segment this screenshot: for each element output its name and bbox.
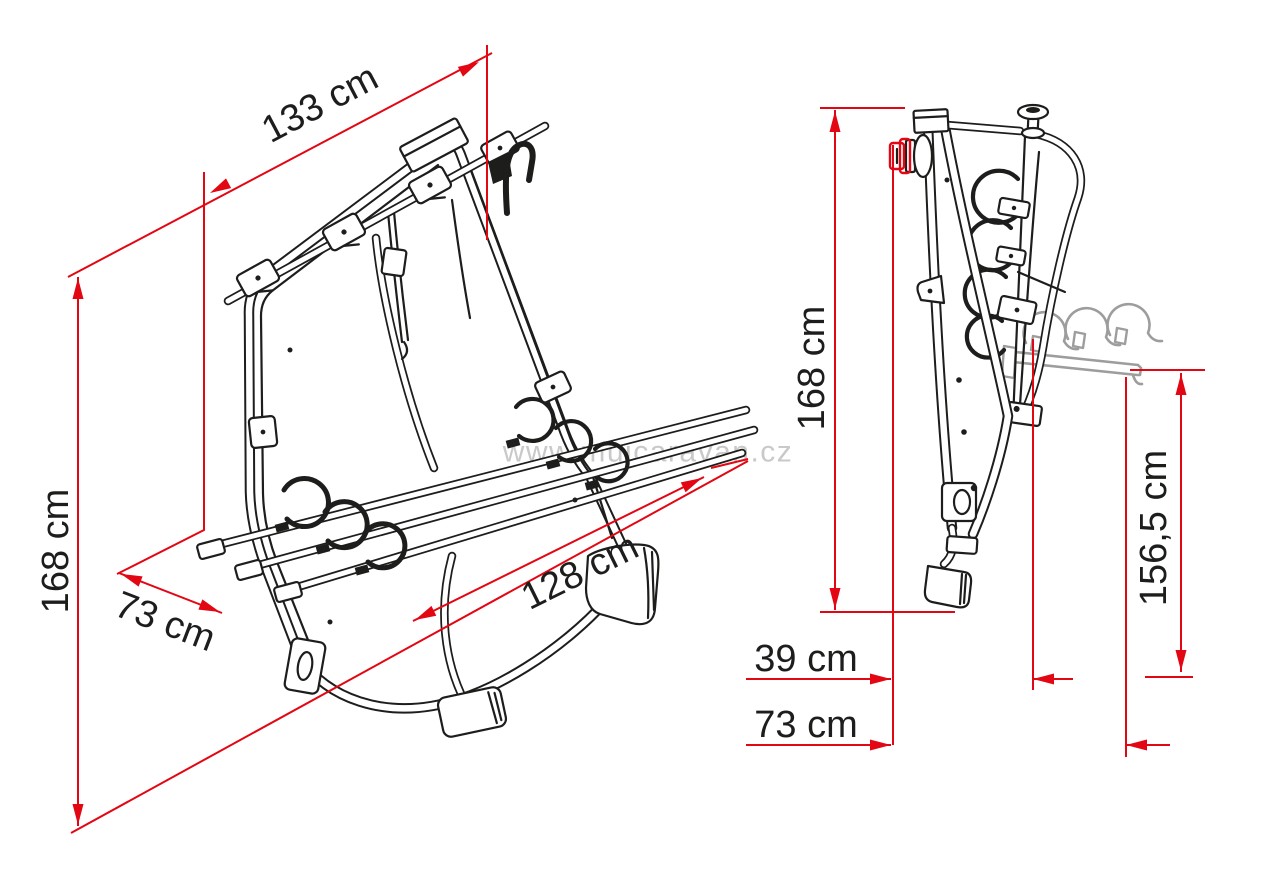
dimension-label-width-top: 133 cm: [255, 56, 385, 151]
dimension-arrowheads: [72, 62, 702, 825]
top-bracket-plate: [399, 117, 469, 173]
frame-clamp-right: [534, 370, 572, 404]
side-dimension-arrowheads: [829, 111, 1187, 751]
foot-pad-detail: [958, 572, 968, 606]
strap-secondary: [450, 198, 472, 320]
lower-clamp: [940, 481, 978, 523]
front-foot-pad: [436, 686, 508, 738]
wheel-cradle-arc-2: [1064, 306, 1122, 347]
bottom-edge-line: [70, 460, 749, 834]
hub-disc: [912, 133, 934, 179]
strap-buckle: [380, 246, 408, 278]
top-mount-plate: [912, 108, 950, 134]
dimension-line-width-top: [67, 52, 493, 278]
isometric-view: 133 cm 168 cm 73 cm 128 cm: [35, 45, 754, 834]
rail-support-bracket: [996, 294, 1038, 326]
folded-rail-line-2: [1017, 150, 1041, 422]
wall-mount-cap-red: [888, 137, 912, 175]
wall-clamps: [235, 130, 520, 298]
safety-hook: [502, 140, 536, 216]
folded-rail-line-1: [1011, 134, 1027, 422]
left-foot-pad: [283, 637, 327, 695]
right-foot-pad-detail: [642, 546, 656, 620]
witness-line-left: [116, 172, 205, 575]
dimension-label-height-rail: 156,5 cm: [1133, 450, 1175, 606]
frame-clamp-left: [247, 415, 279, 449]
dimension-label-offset-rail: 39 cm: [754, 638, 857, 680]
isometric-dimension-lines: [67, 45, 749, 834]
wheel-strap-loops: [281, 396, 630, 571]
isometric-rack-line-art: [196, 117, 754, 738]
rail-end-caps: [196, 537, 303, 604]
foot-block: [945, 535, 979, 555]
dimension-label-height-total: 168 cm: [791, 306, 833, 431]
frame-inner-line: [259, 163, 440, 652]
rail-cradle-tabs: [274, 437, 600, 576]
strap-hook: [400, 340, 409, 361]
wheel-cradle-arc-3: [1106, 302, 1164, 343]
cradle-rail: [1002, 349, 1143, 377]
dimension-line-width-bottom: [412, 458, 749, 622]
cradle-rail-hook: [1131, 373, 1144, 386]
side-dimension-lines: [746, 107, 1205, 757]
cable-line: [1016, 270, 1067, 294]
strap: [386, 210, 404, 344]
dimension-label-height: 168 cm: [35, 489, 77, 614]
adjuster-knob: [1016, 103, 1050, 140]
dimension-label-depth: 73 cm: [109, 584, 221, 660]
side-view: 168 cm 156,5 cm 39 cm 73 cm: [746, 103, 1205, 757]
dimension-label-depth-total: 73 cm: [754, 704, 857, 746]
